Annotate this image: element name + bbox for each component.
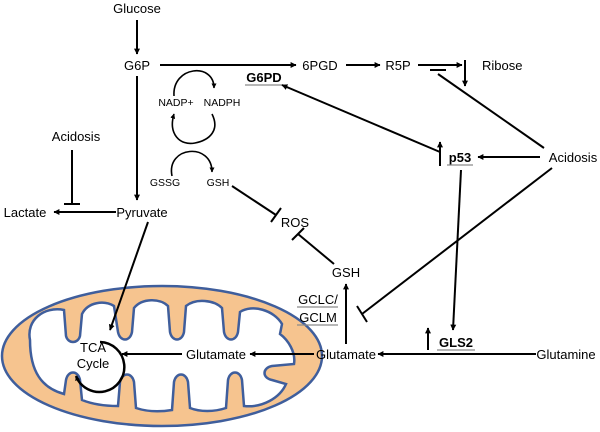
g6p-label: G6P [124, 58, 150, 73]
r5p-label: R5P [385, 58, 410, 73]
glutamate-mito-label: Glutamate [186, 347, 246, 362]
mitochondrion [0, 284, 324, 428]
inhibit-gsh-ros [231, 185, 277, 216]
inhibit-acidosis-gcl [361, 167, 553, 315]
glutamine-label: Glutamine [536, 347, 595, 362]
p53-label: p53 [449, 150, 471, 165]
inhibit-acidosis-gcl-bar [356, 305, 368, 323]
arc-nadph-nadp [170, 113, 216, 145]
g6pd-label: G6PD [246, 70, 281, 85]
nadp-label: NADP+ [158, 97, 193, 109]
glucose-label: Glucose [113, 1, 161, 16]
inhibit-gsh-lower-ros [297, 233, 335, 265]
pyruvate-label: Pyruvate [116, 205, 167, 220]
ros-label: ROS [281, 215, 310, 230]
ribose-label: Ribose [482, 58, 522, 73]
arc-nadp-nadph [173, 70, 217, 97]
tca-label-line1: TCA [80, 340, 106, 355]
lactate-label: Lactate [4, 205, 47, 220]
gssg-label: GSSG [150, 177, 180, 189]
tca-cycle-ring [74, 340, 126, 394]
edges [53, 20, 553, 357]
6pgd-label: 6PGD [302, 58, 337, 73]
inhibit-acidosis-ribose [437, 73, 545, 149]
gsh-label: GSH [332, 265, 360, 280]
gclc-label: GCLC/ [298, 292, 338, 307]
inhibit-gsh-ros-bar [270, 207, 282, 223]
inhibit-gsh-lower-ros-bar [291, 227, 305, 241]
gclm-label: GCLM [299, 310, 337, 325]
arrow-pyruvate-tca [108, 221, 149, 331]
tca-cycle: TCA Cycle [74, 340, 126, 394]
acidosis-right-label: Acidosis [549, 150, 598, 165]
tca-label-line2: Cycle [77, 356, 110, 371]
arc-gssg-gsh [170, 150, 215, 177]
gsh-small-label: GSH [207, 177, 230, 189]
acidosis-left-label: Acidosis [52, 129, 101, 144]
gls2-label: GLS2 [439, 335, 473, 350]
arrow-p53-gls2 [450, 169, 462, 331]
nadph-label: NADPH [204, 97, 241, 109]
arrow-p53-g6pd [281, 84, 441, 153]
glutamate-label: Glutamate [316, 347, 376, 362]
